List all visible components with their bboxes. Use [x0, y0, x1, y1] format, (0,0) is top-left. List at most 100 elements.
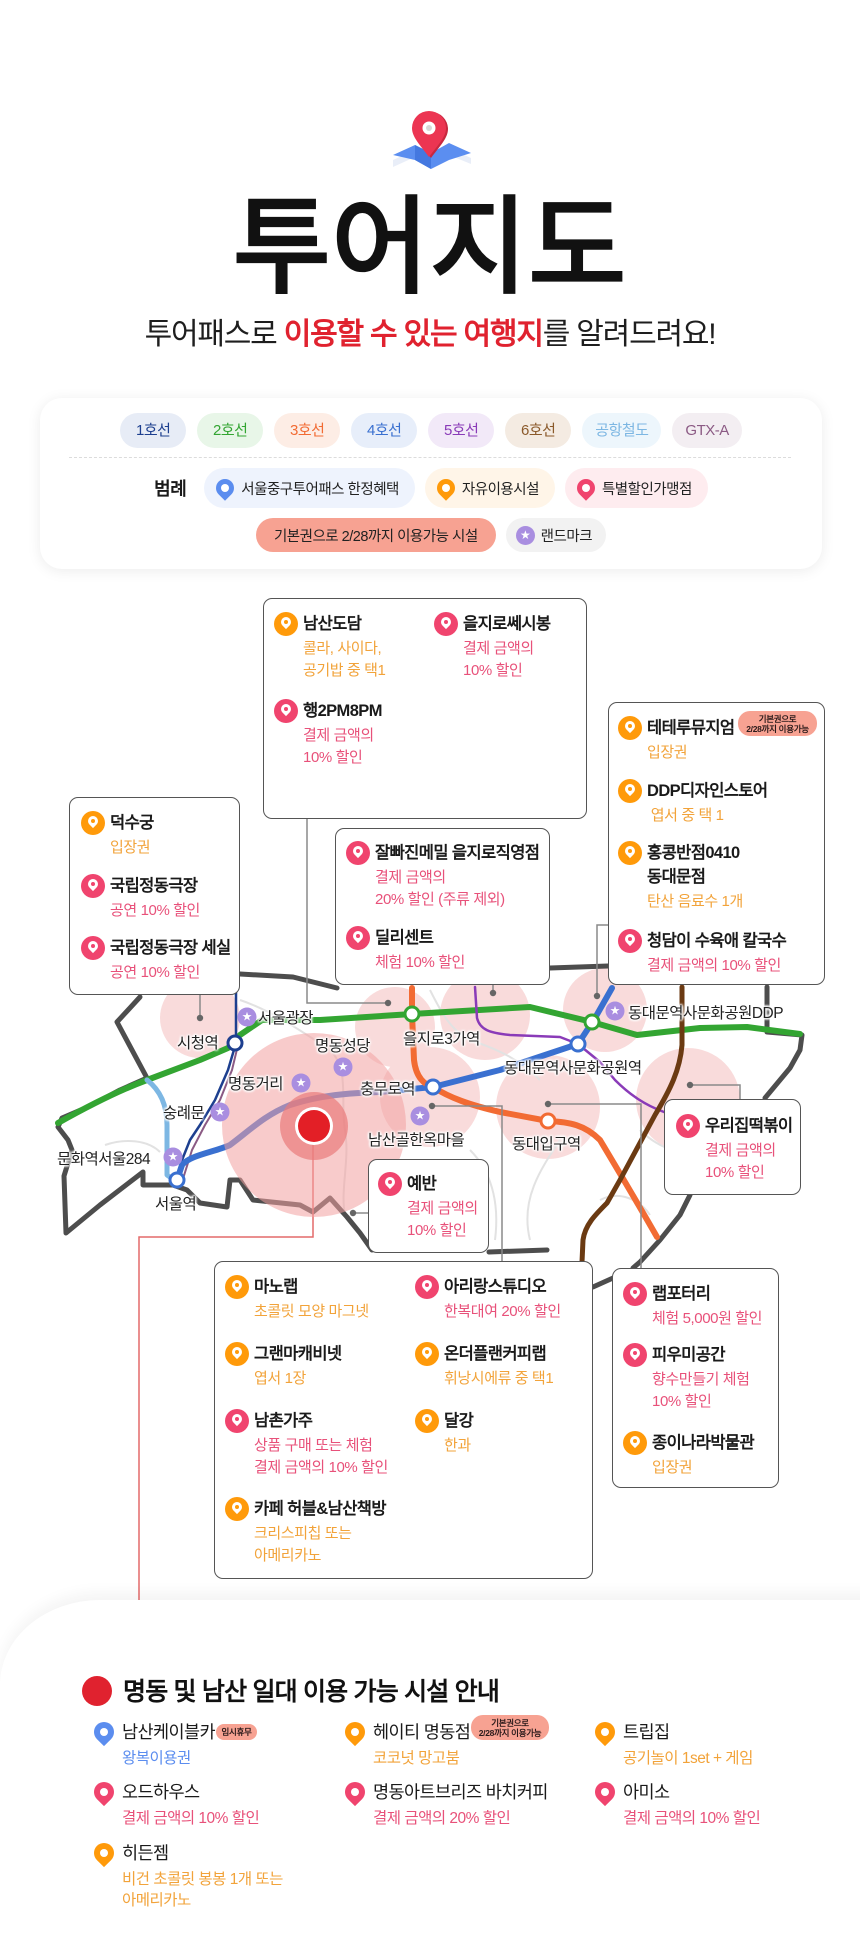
line-6-pill: 6호선 — [505, 413, 572, 448]
pin-pink-icon — [676, 1114, 700, 1138]
star-icon — [210, 1102, 230, 1122]
place-benefit: 초콜릿 모양 마그넷 — [254, 1303, 369, 1320]
place-item[interactable]: 테테루뮤지엄 입장권 — [618, 716, 735, 764]
facility-item[interactable]: 남산케이블카 왕복이용권 — [89, 1717, 216, 1769]
facility-benefit: 왕복이용권 — [122, 1750, 191, 1767]
place-item[interactable]: 아리랑스튜디오 한복대여 20% 할인 — [415, 1275, 561, 1323]
place-benefit: 결제 금액의 10% 할인 — [647, 957, 781, 974]
station-label-seoul: 서울역 — [155, 1196, 197, 1213]
pin-orange-icon — [415, 1409, 439, 1433]
pin-pink-icon — [623, 1343, 647, 1367]
place-item[interactable]: 청담이 수육애 칼국수 결제 금액의 10% 할인 — [618, 929, 787, 977]
legend-card: 1호선 2호선 3호선 4호선 5호선 6호선 공항철도 GTX-A 범례 서울… — [40, 398, 822, 569]
place-item[interactable]: DDP디자인스토어 엽서 중 택 1 — [618, 779, 768, 827]
pin-pink-icon — [81, 874, 105, 898]
pin-orange-icon — [225, 1342, 249, 1366]
pin-orange-icon — [81, 811, 105, 835]
star-icon — [237, 1007, 257, 1027]
place-name: DDP디자인스토어 — [647, 782, 768, 800]
pin-orange-icon — [225, 1497, 249, 1521]
page-subtitle: 투어패스로 이용할 수 있는 여행지를 알려드려요! — [0, 316, 860, 354]
info-box-euljiro: 잘빠진메밀 을지로직영점 결제 금액의 20% 할인 (주류 제외) 딜리센트 … — [335, 828, 550, 985]
place-name: 마노랩 — [254, 1278, 298, 1296]
pin-pink-icon — [274, 699, 298, 723]
place-item[interactable]: 온더플랜커피랩 휘낭시에류 중 택1 — [415, 1342, 554, 1390]
red-area-marker-icon — [82, 1676, 112, 1706]
pin-pink-icon — [623, 1282, 647, 1306]
place-item[interactable]: 을지로쎄시봉 결제 금액의 10% 할인 — [434, 612, 551, 682]
page-title: 투어지도 — [232, 189, 628, 307]
place-item[interactable]: 덕수궁 입장권 — [81, 811, 154, 859]
place-benefit: 체험 10% 할인 — [375, 954, 465, 971]
place-name: 딜리센트 — [375, 929, 434, 947]
facility-item[interactable]: 아미소 결제 금액의 10% 할인 — [590, 1777, 761, 1829]
place-name: 행2PM8PM — [303, 702, 382, 720]
line-4-pill: 4호선 — [351, 413, 418, 448]
info-box-ddp: 기본권으로 2/28까지 이용가능 테테루뮤지엄 입장권 DDP디자인스토어 엽… — [608, 702, 825, 985]
place-item[interactable]: 종이나라박물관 입장권 — [623, 1431, 755, 1479]
place-name: 피우미공간 — [652, 1346, 726, 1364]
subtitle-highlight: 이용할 수 있는 여행지 — [283, 318, 544, 351]
place-item[interactable]: 랩포터리 체험 5,000원 할인 — [623, 1282, 762, 1330]
pin-pink-icon — [415, 1275, 439, 1299]
temporary-closed-badge: 임시휴무 — [216, 1724, 257, 1740]
pin-pink-icon — [346, 926, 370, 950]
place-item[interactable]: 우리집떡볶이 결제 금액의 10% 할인 — [676, 1114, 793, 1184]
facility-name: 남산케이블카 — [122, 1720, 216, 1744]
place-item[interactable]: 행2PM8PM 결제 금액의 10% 할인 — [274, 699, 382, 769]
facility-item[interactable]: 헤이티 명동점 코코넛 망고붐 — [340, 1717, 471, 1769]
subway-line-list: 1호선 2호선 3호선 4호선 5호선 6호선 공항철도 GTX-A — [40, 413, 822, 448]
pin-pink-icon — [618, 929, 642, 953]
place-item[interactable]: 카페 허블&남산책방 크리스피칩 또는 아메리카노 — [225, 1497, 387, 1567]
airport-railroad-pill: 공항철도 — [582, 413, 662, 448]
facility-item[interactable]: 오드하우스 결제 금액의 10% 할인 — [89, 1777, 260, 1829]
landmark-myeongdong-street: 명동거리 — [228, 1076, 284, 1093]
station-label-euljiro3ga: 을지로3가역 — [403, 1031, 480, 1048]
place-name: 잘빠진메밀 을지로직영점 — [375, 844, 540, 862]
pin-blue-icon — [89, 1717, 119, 1747]
place-item[interactable]: 남촌가주 상품 구매 또는 체험 결제 금액의 10% 할인 — [225, 1409, 388, 1479]
place-item[interactable]: 그랜마캐비넷 엽서 1장 — [225, 1342, 342, 1390]
place-name: 우리집떡볶이 — [705, 1117, 793, 1135]
place-item[interactable]: 달강 한과 — [415, 1409, 474, 1457]
facility-item[interactable]: 트립집 공기놀이 1set + 게임 — [590, 1717, 753, 1769]
place-name: 남촌가주 — [254, 1412, 313, 1430]
facility-name: 트립집 — [623, 1722, 670, 1742]
pin-orange-icon — [340, 1717, 370, 1747]
pin-orange-icon — [618, 841, 642, 865]
airport-railroad-path — [144, 1077, 180, 1185]
facility-item[interactable]: 명동아트브리즈 바치커피 결제 금액의 20% 할인 — [340, 1777, 548, 1829]
place-name: 남산도담 — [303, 615, 362, 633]
landmark-sungnyemun: 숭례문 — [163, 1105, 205, 1122]
place-item[interactable]: 남산도담 콜라, 사이다, 공기밥 중 택1 — [274, 612, 386, 682]
place-item[interactable]: 예반 결제 금액의 10% 할인 — [378, 1172, 478, 1242]
place-name: 달강 — [444, 1412, 474, 1430]
station-label-ddp-station: 동대문역사문화공원역 — [504, 1060, 642, 1077]
line-5-pill: 5호선 — [428, 413, 495, 448]
place-item[interactable]: 딜리센트 체험 10% 할인 — [346, 926, 465, 974]
place-item[interactable]: 피우미공간 향수만들기 체험 10% 할인 — [623, 1343, 750, 1413]
facility-benefit: 결제 금액의 10% 할인 — [122, 1810, 260, 1827]
gtx-a-pill: GTX-A — [672, 413, 742, 448]
facility-item[interactable]: 히든젬 비건 초콜릿 봉봉 1개 또는 아메리카노 — [89, 1838, 283, 1911]
place-item[interactable]: 잘빠진메밀 을지로직영점 결제 금액의 20% 할인 (주류 제외) — [346, 841, 540, 911]
place-name: 홍콩반점0410 동대문점 — [647, 844, 740, 886]
pin-pink-icon — [590, 1777, 620, 1807]
place-item[interactable]: 국립정동극장 공연 10% 할인 — [81, 874, 200, 922]
pin-orange-icon — [618, 716, 642, 740]
pin-orange-icon — [89, 1838, 119, 1868]
place-benefit: 결제 금액의 10% 할인 — [303, 727, 374, 766]
subtitle-part2: 를 알려드려요! — [542, 318, 717, 351]
info-box-euljiro-north: 남산도담 콜라, 사이다, 공기밥 중 택1 을지로쎄시봉 결제 금액의 10%… — [263, 598, 587, 819]
place-item[interactable]: 마노랩 초콜릿 모양 마그넷 — [225, 1275, 369, 1323]
pin-pink-icon — [378, 1172, 402, 1196]
line-3-pill: 3호선 — [274, 413, 341, 448]
legend-item-label: 기본권으로 2/28까지 이용가능 시설 — [273, 528, 478, 545]
place-item[interactable]: 국립정동극장 세실 공연 10% 할인 — [81, 936, 231, 984]
pin-orange-icon — [274, 612, 298, 636]
place-benefit: 탄산 음료수 1개 — [647, 893, 743, 910]
legend-row: 범례 서울중구투어패스 한정혜택 자유이용시설 특별할인가맹점 — [40, 468, 822, 508]
place-item[interactable]: 홍콩반점0410 동대문점 탄산 음료수 1개 — [618, 841, 743, 913]
place-benefit: 엽서 중 택 1 — [647, 807, 724, 824]
